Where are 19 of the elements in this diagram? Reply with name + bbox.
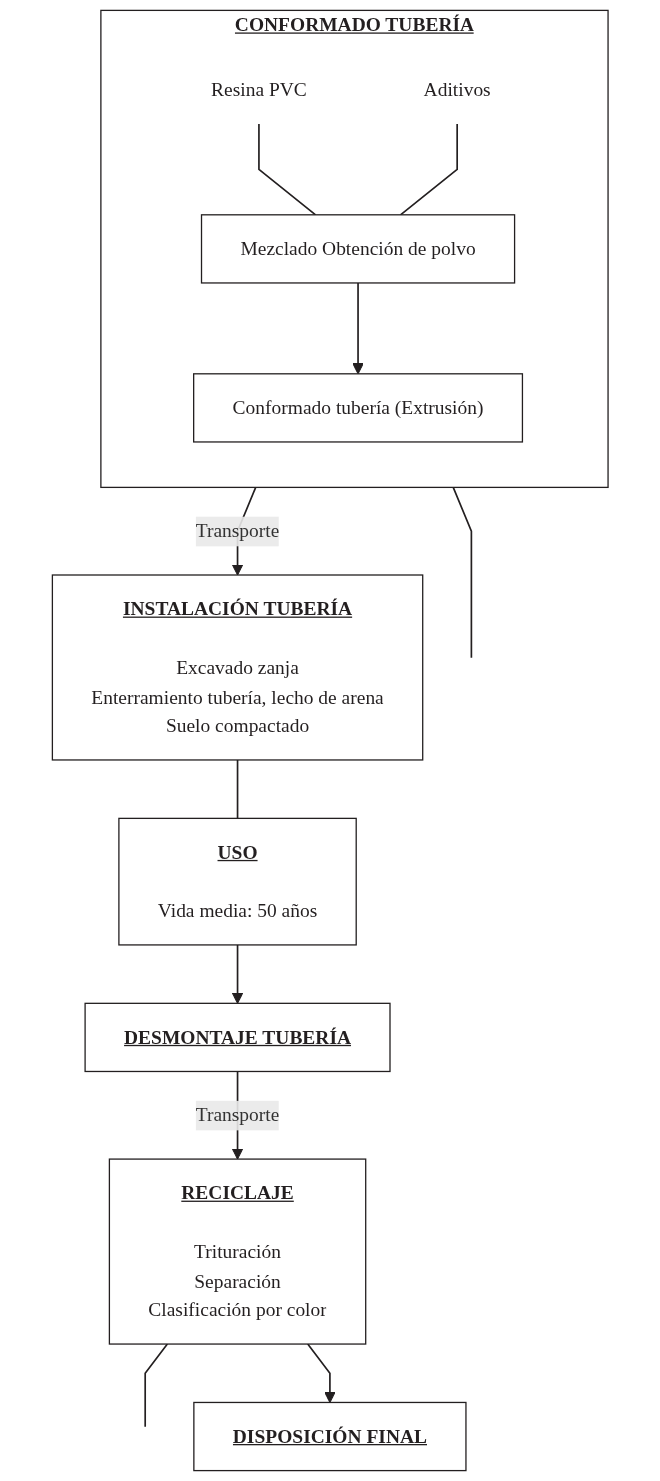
node-box: INSTALACIÓN TUBERÍA Excavado zanja Enterramiento tubería, lecho de arena Suelo compactado <box>51 574 424 761</box>
node-box: DESMONTAJE TUBERÍA <box>84 1002 391 1073</box>
node-text: Aditivos <box>423 79 491 100</box>
arrow <box>306 1343 336 1403</box>
connector <box>144 1343 168 1428</box>
node-text: Resina PVC <box>210 79 307 100</box>
connector <box>399 123 458 216</box>
arrow <box>352 282 364 375</box>
node-box: Mezclado Obtención de polvo <box>200 214 515 284</box>
node-box: RECICLAJE Trituración Separación Clasificación por color <box>108 1158 367 1345</box>
node-box: DISPOSICIÓN FINAL <box>193 1401 467 1472</box>
arrow <box>231 944 244 1004</box>
connector <box>452 486 472 659</box>
edge-label: Transporte <box>195 1104 280 1126</box>
node-box: USO Vida media: 50 años <box>118 817 357 946</box>
connector <box>236 759 239 820</box>
connector <box>257 123 317 216</box>
node-box: Conformado tubería (Extrusión) <box>192 373 523 443</box>
edge-label: Transporte <box>195 520 280 542</box>
